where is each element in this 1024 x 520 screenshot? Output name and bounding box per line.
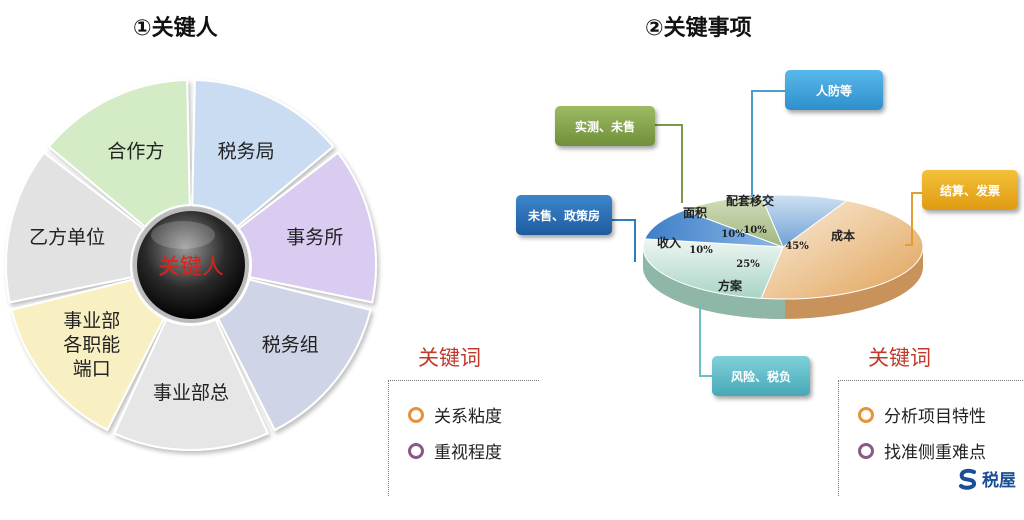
keyword-text: 分析项目特性	[884, 407, 986, 427]
hub-label: 关键人	[158, 255, 224, 280]
purple-ring-icon	[408, 442, 424, 459]
pie-pct-5: 10%	[743, 225, 767, 236]
pie-label-1: 成本	[831, 228, 855, 243]
callout-weishou: 未售、政策房	[516, 195, 612, 235]
pie-slice-2	[642, 238, 784, 299]
callout-renfang: 人防等	[785, 70, 883, 110]
ring-label-1: 税务局	[218, 141, 275, 163]
ring-label-4: 事业部总	[153, 382, 229, 404]
pie-label-2: 方案	[718, 278, 743, 293]
key-matters-pie: 成本 45% 方案 25% 收入 10% 面积 10% 配套移交 10%	[642, 193, 924, 320]
keywords-right-title: 关键词	[868, 346, 931, 370]
pie-label-4: 面积	[683, 205, 707, 220]
pie-slice-1	[760, 200, 924, 300]
keyword-text: 找准侧重难点	[884, 443, 986, 463]
ring-segment-6	[5, 151, 145, 304]
pie-pct-3: 10%	[689, 245, 713, 256]
brand-logo: 税屋	[957, 466, 1016, 491]
keyword-right-2: 找准侧重难点	[858, 438, 986, 463]
keywords-left-title: 关键词	[418, 346, 481, 370]
orange-ring-icon	[858, 406, 874, 423]
keyword-left-2: 重视程度	[408, 438, 502, 463]
ring-segment-3	[216, 278, 372, 432]
logo-s-icon	[959, 468, 976, 490]
callout-shice: 实测、未售	[555, 106, 655, 146]
keyword-left-1: 关系粘度	[408, 402, 502, 427]
orange-ring-icon	[408, 406, 424, 423]
ring-segment-7	[47, 79, 191, 229]
pie-label-5: 配套移交	[726, 193, 774, 208]
pie-pct-1: 45%	[785, 241, 809, 252]
hub-circle	[133, 207, 249, 323]
keyword-right-1: 分析项目特性	[858, 402, 986, 427]
pie-pct-4: 10%	[721, 229, 745, 240]
ring-label-2: 事务所	[286, 227, 343, 249]
keyword-text: 关系粘度	[434, 407, 502, 427]
ring-segment-2	[237, 151, 377, 304]
pie-label-3: 收入	[657, 235, 681, 250]
right-title: ②关键事项	[645, 16, 752, 41]
ring-segment-1	[191, 79, 335, 229]
logo-text: 税屋	[982, 471, 1016, 491]
ring-segment-5	[10, 278, 166, 432]
ring-label-6: 乙方单位	[29, 227, 105, 249]
callout-fengxian: 风险、税负	[712, 356, 810, 396]
purple-ring-icon	[858, 442, 874, 459]
pie-slice-3	[643, 209, 784, 248]
ring-label-3: 税务组	[262, 334, 319, 356]
ring-label-7: 合作方	[107, 141, 164, 163]
keyword-text: 重视程度	[434, 443, 502, 463]
ring-label-5: 事业部各职能端口	[63, 310, 120, 380]
left-title: ①关键人	[133, 16, 218, 41]
ring-segment-4	[112, 318, 270, 451]
callout-jiesuan: 结算、发票	[922, 170, 1018, 210]
keywords-left-panel	[388, 380, 539, 496]
keywords-right-panel	[838, 380, 1024, 496]
pie-pct-2: 25%	[736, 259, 760, 270]
